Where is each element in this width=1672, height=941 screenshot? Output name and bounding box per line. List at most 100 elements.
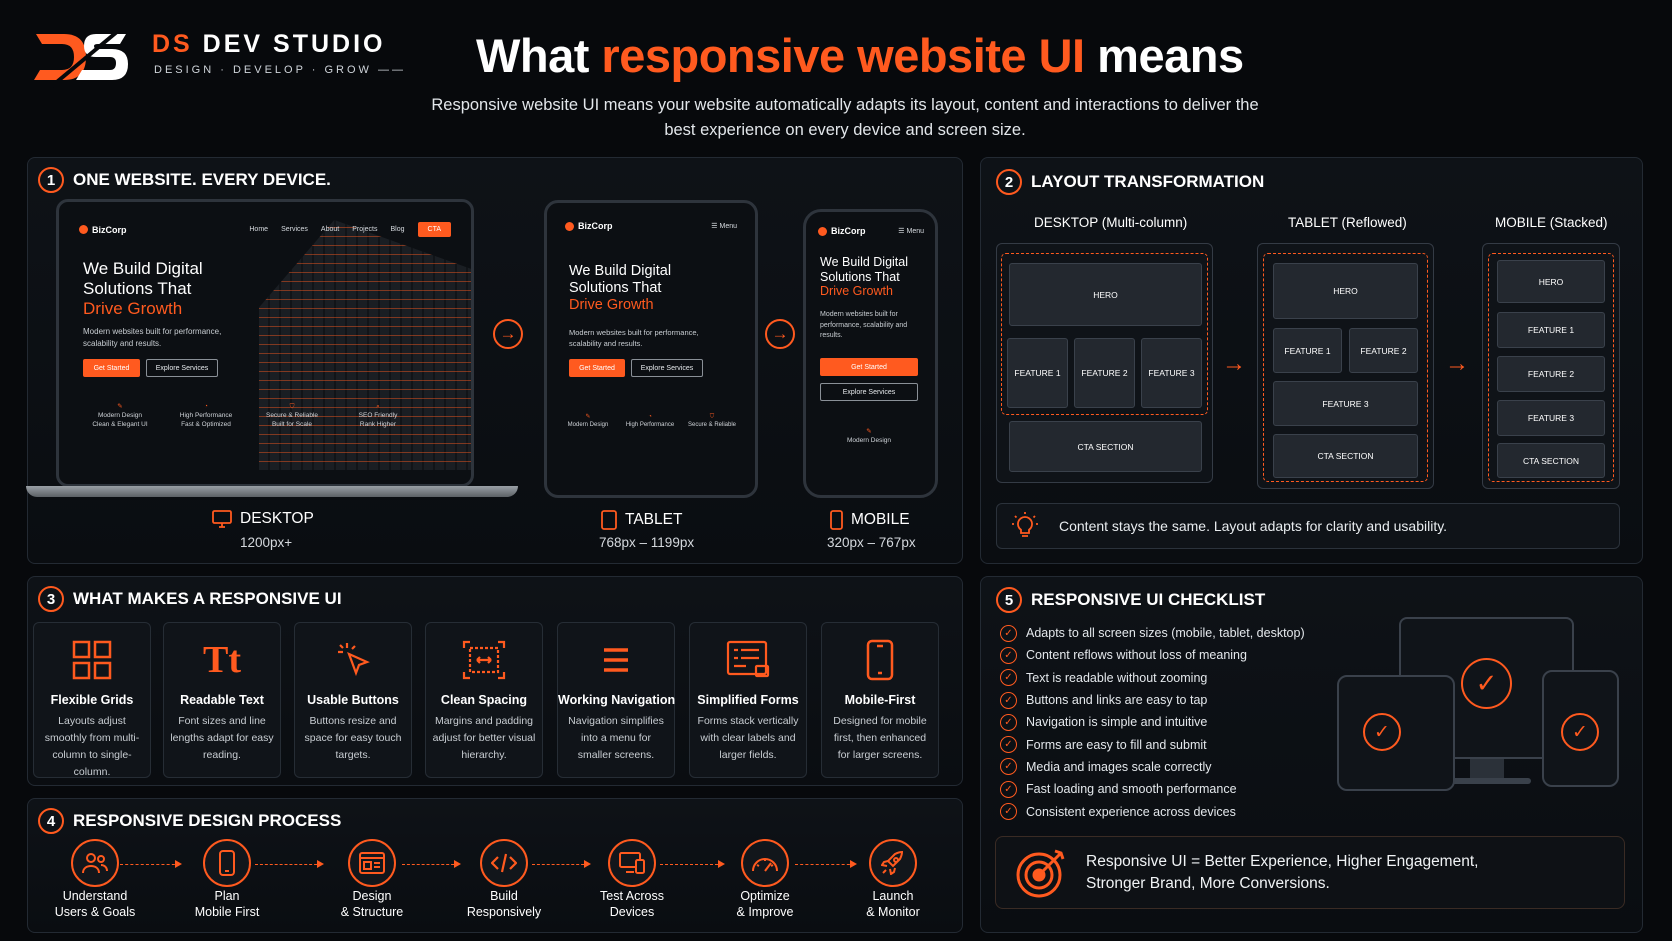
process-connector	[795, 860, 857, 868]
tablet-range: 768px – 1199px	[599, 535, 695, 550]
text-icon: Tt	[203, 639, 241, 681]
card-desc: Navigation simplifies into a menu for sm…	[568, 715, 664, 761]
section-number: 3	[38, 586, 64, 612]
summary-box	[995, 836, 1625, 909]
arrow-right-icon: →	[1445, 350, 1469, 377]
step-launch: Launch& Monitor	[833, 839, 953, 919]
check-icon: ✓	[1561, 713, 1599, 751]
tablet-feature-2: ◔High Performance	[619, 413, 681, 430]
card-mobile-first: Mobile-First Designed for mobile first, …	[821, 622, 939, 778]
card-title: Usable Buttons	[307, 693, 399, 707]
tablet-get-started-button[interactable]: Get Started	[569, 359, 625, 377]
desktop-mockup: BizCorp Home Services About Projects Blo…	[56, 199, 474, 487]
wire-cta: CTA SECTION	[1497, 443, 1605, 478]
step-design: Design& Structure	[312, 839, 432, 919]
mobile-site-logo[interactable]: BizCorp	[818, 226, 866, 236]
devices-icon	[608, 839, 656, 887]
reflow-region	[1001, 253, 1208, 415]
wire-feature-3: FEATURE 3	[1141, 338, 1202, 408]
lightbulb-icon	[1012, 512, 1038, 537]
checklist-item: ✓Text is readable without zooming	[1000, 667, 1305, 689]
checklist-item: ✓Media and images scale correctly	[1000, 756, 1305, 778]
wire-feature-2: FEATURE 2	[1349, 328, 1418, 373]
card-title: Working Navigation	[558, 693, 676, 707]
phone-icon	[203, 839, 251, 887]
check-icon: ✓	[1000, 780, 1017, 798]
card-desc: Designed for mobile first, then enhanced…	[833, 715, 927, 761]
pencil-icon: ✎	[866, 428, 872, 435]
nav-home[interactable]: Home	[249, 226, 269, 233]
rocket-icon	[869, 839, 917, 887]
reflow-region	[1488, 253, 1614, 482]
check-icon: ✓	[1000, 758, 1017, 776]
nav-blog[interactable]: Blog	[390, 226, 405, 233]
check-icon: ✓	[1000, 669, 1017, 687]
card-title: Clean Spacing	[440, 693, 528, 707]
shield-icon: ⛉	[289, 403, 295, 410]
users-icon	[71, 839, 119, 887]
nav-projects[interactable]: Projects	[352, 226, 378, 233]
process-connector	[120, 860, 182, 868]
section-5-heading: 5 RESPONSIVE UI CHECKLIST	[996, 587, 1265, 613]
checklist: ✓Adapts to all screen sizes (mobile, tab…	[1000, 622, 1305, 823]
pencil-icon: ✎	[117, 403, 123, 410]
tablet-nav: BizCorp ☰ Menu	[565, 221, 737, 231]
check-icon: ✓	[1000, 646, 1017, 664]
mobile-explore-button[interactable]: Explore Services	[820, 383, 918, 401]
nav-cta-button[interactable]: CTA	[417, 222, 451, 237]
nav-services[interactable]: Services	[281, 226, 308, 233]
grid-icon	[72, 640, 112, 680]
checklist-item: ✓Navigation is simple and intuitive	[1000, 711, 1305, 733]
card-simplified-forms: Simplified Forms Forms stack vertically …	[689, 622, 807, 778]
wire-feature-3: FEATURE 3	[1273, 381, 1418, 426]
mobile-menu[interactable]: ☰ Menu	[898, 228, 924, 235]
check-icon: ✓	[1000, 691, 1017, 709]
mobile-feature: ✎Modern Design	[820, 427, 918, 445]
tablet-hero-text: Modern websites built for performance, s…	[569, 328, 699, 349]
process-connector	[532, 860, 591, 868]
checklist-item: ✓Fast loading and smooth performance	[1000, 778, 1305, 800]
check-icon: ✓	[1461, 658, 1512, 709]
form-icon	[726, 640, 770, 678]
card-flexible-grids: Flexible Grids Layouts adjust smoothly f…	[33, 622, 151, 778]
wire-cta: CTA SECTION	[1273, 434, 1418, 478]
monitor-icon	[212, 510, 232, 528]
phone-icon	[830, 510, 843, 530]
site-nav: BizCorp Home Services About Projects Blo…	[79, 222, 451, 237]
tablet-explore-button[interactable]: Explore Services	[631, 359, 703, 377]
nav-about[interactable]: About	[320, 226, 340, 233]
explore-services-button[interactable]: Explore Services	[146, 359, 218, 377]
card-title: Flexible Grids	[50, 693, 134, 707]
get-started-button[interactable]: Get Started	[83, 359, 140, 377]
card-title: Mobile-First	[844, 693, 916, 707]
gauge-icon: ◔	[648, 414, 652, 420]
checklist-item: ✓Consistent experience across devices	[1000, 800, 1305, 822]
summary-text: Responsive UI = Better Experience, Highe…	[1086, 853, 1479, 892]
arrow-right-icon: →	[493, 319, 523, 349]
wire-cta: CTA SECTION	[1009, 421, 1202, 472]
tablet-site-logo[interactable]: BizCorp	[565, 221, 613, 231]
checklist-item: ✓Buttons and links are easy to tap	[1000, 689, 1305, 711]
card-desc: Layouts adjust smoothly from multi-colum…	[44, 715, 140, 778]
checklist-item: ✓Adapts to all screen sizes (mobile, tab…	[1000, 622, 1305, 644]
process-connector	[402, 860, 461, 868]
site-logo[interactable]: BizCorp	[79, 225, 127, 235]
wire-feature-3: FEATURE 3	[1497, 400, 1605, 436]
layout-icon	[348, 839, 396, 887]
card-desc: Font sizes and line lengths adapt for ea…	[170, 715, 274, 761]
checklist-item: ✓Content reflows without loss of meaning	[1000, 644, 1305, 666]
menu-icon	[604, 648, 628, 672]
mobile-get-started-button[interactable]: Get Started	[820, 358, 918, 376]
card-title: Readable Text	[180, 693, 264, 707]
tablet-feature-3: ⛉Secure & Reliable	[681, 413, 743, 430]
wire-feature-1: FEATURE 1	[1273, 328, 1342, 373]
search-icon: ⌕	[376, 403, 380, 410]
reflow-region	[1263, 253, 1428, 482]
tablet-menu[interactable]: ☰ Menu	[711, 223, 737, 230]
